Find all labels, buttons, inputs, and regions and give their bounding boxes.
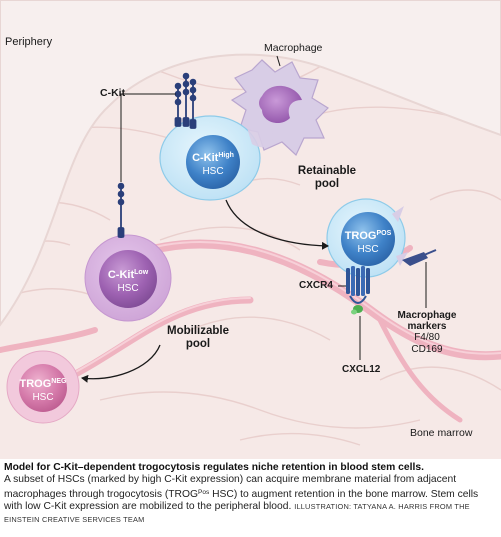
diagram-canvas: Periphery Bone marrow C-Kit Macrophage R…: [0, 0, 501, 459]
trog-pos-name: TROG: [344, 230, 377, 242]
macrophage-marker-fragment: [402, 249, 437, 266]
trog-neg-type: HSC: [32, 392, 54, 404]
macrophage-markers-line1: Macrophage: [397, 310, 457, 321]
ckit-receptor-single: [117, 182, 125, 238]
ckit-receptor-cluster: [174, 72, 197, 129]
trog-pos-hsc: [326, 198, 408, 278]
trog-pos-type: HSC: [357, 244, 379, 256]
mobilizable-pool-line2: pool: [185, 337, 211, 350]
periphery-label: Periphery: [5, 36, 53, 48]
macrophage-markers-line2: markers: [407, 321, 447, 333]
ckit-label: C-Kit: [100, 87, 126, 99]
cxcl12-label: CXCL12: [342, 364, 381, 375]
ckit-high-superscript: High: [218, 152, 234, 159]
cxcl12-ligand: [351, 305, 363, 315]
caption-body-superscript: Pos: [198, 488, 210, 496]
mobilizable-pool-label: Mobilizable pool: [160, 325, 236, 351]
retainable-pool-line1: Retainable: [297, 165, 357, 177]
ckit-high-hsc-label: C-KitHigh HSC: [183, 148, 243, 178]
mobilization-arrow: [81, 344, 161, 383]
trog-neg-hsc-label: TROGNEG HSC: [13, 374, 73, 404]
label-leader-lines: [276, 55, 427, 360]
caption-title: Model for C-Kit–dependent trogocytosis r…: [4, 462, 424, 473]
ckit-low-type: HSC: [117, 283, 139, 295]
retainable-pool-line2: pool: [314, 177, 340, 190]
trog-pos-hsc-label: TROGPOS HSC: [338, 226, 398, 256]
trog-neg-name: TROG: [19, 378, 52, 390]
ckit-low-superscript: Low: [134, 269, 149, 276]
figure-caption: Model for C-Kit–dependent trogocytosis r…: [4, 462, 498, 526]
caption-body-part1: A subset of HSCs (marked by high C-Kit e…: [4, 474, 457, 500]
marker-cd169: CD169: [411, 343, 443, 355]
cxcr4-label: CXCR4: [299, 280, 333, 291]
periphery-boundary: [0, 0, 501, 327]
caption-credit: ILLUSTRATION: TATYANA A. HARRIS FROM THE…: [4, 502, 470, 524]
ckit-high-type: HSC: [202, 166, 224, 178]
macrophage-label: Macrophage: [264, 42, 323, 54]
ckit-low-hsc-label: C-KitLow HSC: [98, 265, 158, 295]
cxcr4-receptor: [346, 266, 370, 304]
ckit-low-hsc: [84, 234, 172, 322]
trog-neg-hsc: [6, 350, 80, 424]
ckit-high-hsc: [159, 115, 273, 201]
ckit-low-name: C-Kit: [107, 269, 135, 281]
trog-neg-superscript: NEG: [51, 378, 67, 385]
bone-marrow-label: Bone marrow: [410, 427, 473, 439]
trog-pos-superscript: POS: [376, 230, 392, 237]
diagram-graphics: [0, 0, 501, 446]
retainable-pool-label: Retainable pool: [292, 165, 362, 191]
trogocytosis-arrow: [225, 199, 329, 250]
marker-f4-80: F4/80: [414, 332, 440, 344]
ckit-leader-lines: [120, 93, 176, 182]
caption-body-part2: HSC) to augment retention in the bone ma…: [4, 488, 479, 513]
blood-vessel: [0, 239, 501, 423]
ckit-high-name: C-Kit: [192, 152, 219, 164]
macrophage-markers-label: Macrophage markers F4/80 CD169: [392, 310, 462, 355]
mobilizable-pool-line1: Mobilizable: [167, 325, 229, 337]
